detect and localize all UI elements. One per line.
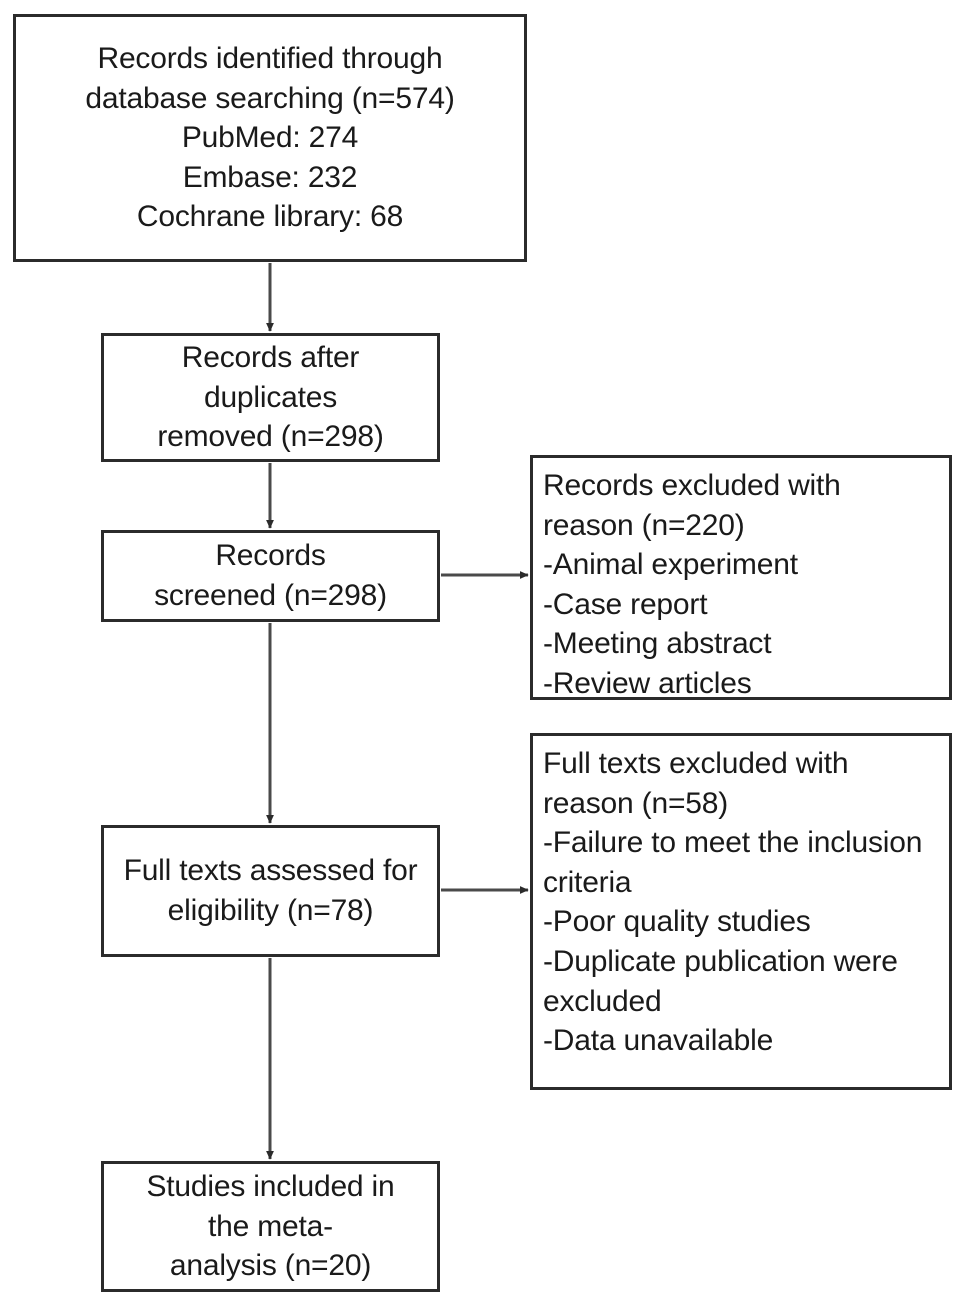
full-texts-excluded-reason-1a: -Failure to meet the inclusion [543, 826, 923, 860]
full-texts-excluded-reason-3a: -Duplicate publication were [543, 944, 898, 978]
records-after-duplicates-line-3: removed (n=298) [157, 420, 384, 454]
records-screened-box: Records screened (n=298) [101, 530, 440, 622]
full-texts-excluded-reason-1b: criteria [543, 865, 632, 899]
records-screened-line-1: Records [215, 539, 326, 573]
full-texts-excluded-line-1: Full texts excluded with [543, 747, 849, 780]
full-texts-excluded-reason-4: -Data unavailable [543, 1024, 774, 1058]
records-excluded-reason-3: -Meeting abstract [543, 627, 772, 661]
records-identified-line-2: database searching (n=574) [85, 81, 455, 115]
full-texts-excluded-box: Full texts excluded with reason (n=58) -… [530, 733, 952, 1090]
records-after-duplicates-line-1: Records after [181, 341, 360, 375]
records-identified-line-3: PubMed: 274 [181, 121, 359, 155]
records-screened-line-2: screened (n=298) [154, 579, 387, 612]
studies-included-line-2: the meta- [208, 1209, 333, 1243]
records-after-duplicates-line-2: duplicates [203, 380, 338, 414]
full-texts-excluded-reason-2: -Poor quality studies [543, 905, 811, 939]
records-excluded-box: Records excluded with reason (n=220) -An… [530, 455, 952, 700]
full-texts-excluded-reason-3b: excluded [543, 984, 662, 1018]
records-excluded-line-1: Records excluded with [543, 469, 841, 502]
full-texts-assessed-line-2: eligibility (n=78) [167, 894, 374, 927]
studies-included-line-1: Studies included in [146, 1170, 395, 1204]
records-identified-line-5: Cochrane library: 68 [136, 200, 404, 234]
records-after-duplicates-box: Records after duplicates removed (n=298) [101, 333, 440, 462]
records-excluded-line-2: reason (n=220) [543, 508, 745, 542]
records-identified-line-1: Records identified through [97, 42, 443, 76]
studies-included-line-3: analysis (n=20) [169, 1249, 372, 1283]
records-excluded-reason-2: -Case report [543, 587, 708, 621]
records-excluded-reason-1: -Animal experiment [543, 548, 798, 582]
records-excluded-reason-4: -Review articles [543, 666, 752, 700]
records-identified-line-4: Embase: 232 [182, 160, 358, 194]
full-texts-assessed-line-1: Full texts assessed for [123, 854, 418, 888]
full-texts-assessed-box: Full texts assessed for eligibility (n=7… [101, 825, 440, 957]
records-identified-box: Records identified through database sear… [13, 14, 527, 262]
full-texts-excluded-line-2: reason (n=58) [543, 786, 729, 820]
studies-included-box: Studies included in the meta- analysis (… [101, 1161, 440, 1292]
